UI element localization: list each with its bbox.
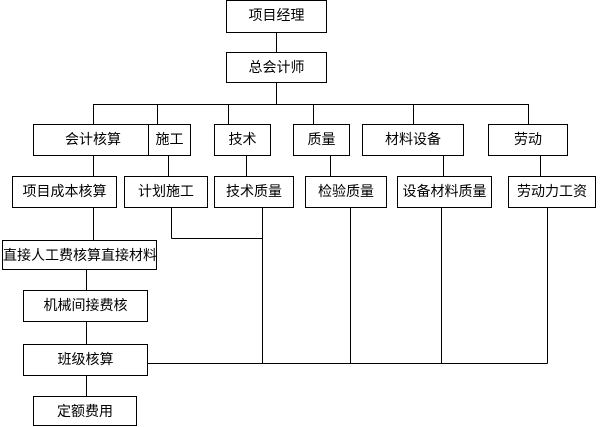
node-machinery-indirect-cost: 机械间接费核 (23, 290, 148, 322)
node-chief-accountant: 总会计师 (226, 52, 327, 83)
node-labor: 劳动 (488, 124, 568, 156)
node-equipment-material-quality: 设备材料质量 (397, 176, 492, 208)
node-accounting: 会计核算 (33, 124, 153, 156)
node-materials-equipment: 材料设备 (362, 124, 464, 156)
node-quota-cost: 定额费用 (33, 396, 137, 426)
node-label: 计划施工 (138, 184, 194, 200)
node-technology: 技术 (214, 124, 271, 156)
node-label: 质量 (307, 132, 336, 148)
node-label: 技术 (228, 132, 257, 148)
node-label: 定额费用 (57, 404, 113, 420)
node-construction-planning: 计划施工 (124, 176, 208, 208)
node-label: 机械间接费核 (43, 298, 128, 314)
node-construction: 施工 (148, 124, 191, 156)
node-label: 项目成本核算 (22, 184, 107, 200)
node-label: 技术质量 (226, 184, 282, 200)
node-direct-labor-cost: 直接人工费核算直接材料 (2, 240, 157, 270)
node-project-cost-accounting: 项目成本核算 (12, 176, 117, 208)
node-label: 检验质量 (318, 184, 374, 200)
node-label: 直接人工费核算直接材料 (3, 248, 157, 264)
node-technical-quality: 技术质量 (214, 176, 294, 208)
node-label: 总会计师 (248, 60, 305, 76)
node-label: 设备材料质量 (402, 184, 487, 200)
node-label: 班级核算 (57, 352, 114, 368)
node-project-manager: 项目经理 (226, 0, 327, 33)
node-quality: 质量 (293, 124, 350, 156)
node-inspection-quality: 检验质量 (305, 176, 387, 208)
node-label: 劳动 (514, 132, 542, 148)
node-labor-wage: 劳动力工资 (508, 176, 596, 208)
node-label: 材料设备 (385, 132, 441, 148)
node-label: 劳动力工资 (517, 184, 587, 200)
node-label: 会计核算 (65, 132, 121, 148)
node-label: 施工 (155, 132, 184, 148)
node-label: 项目经理 (248, 8, 305, 24)
node-team-accounting: 班级核算 (23, 344, 148, 376)
